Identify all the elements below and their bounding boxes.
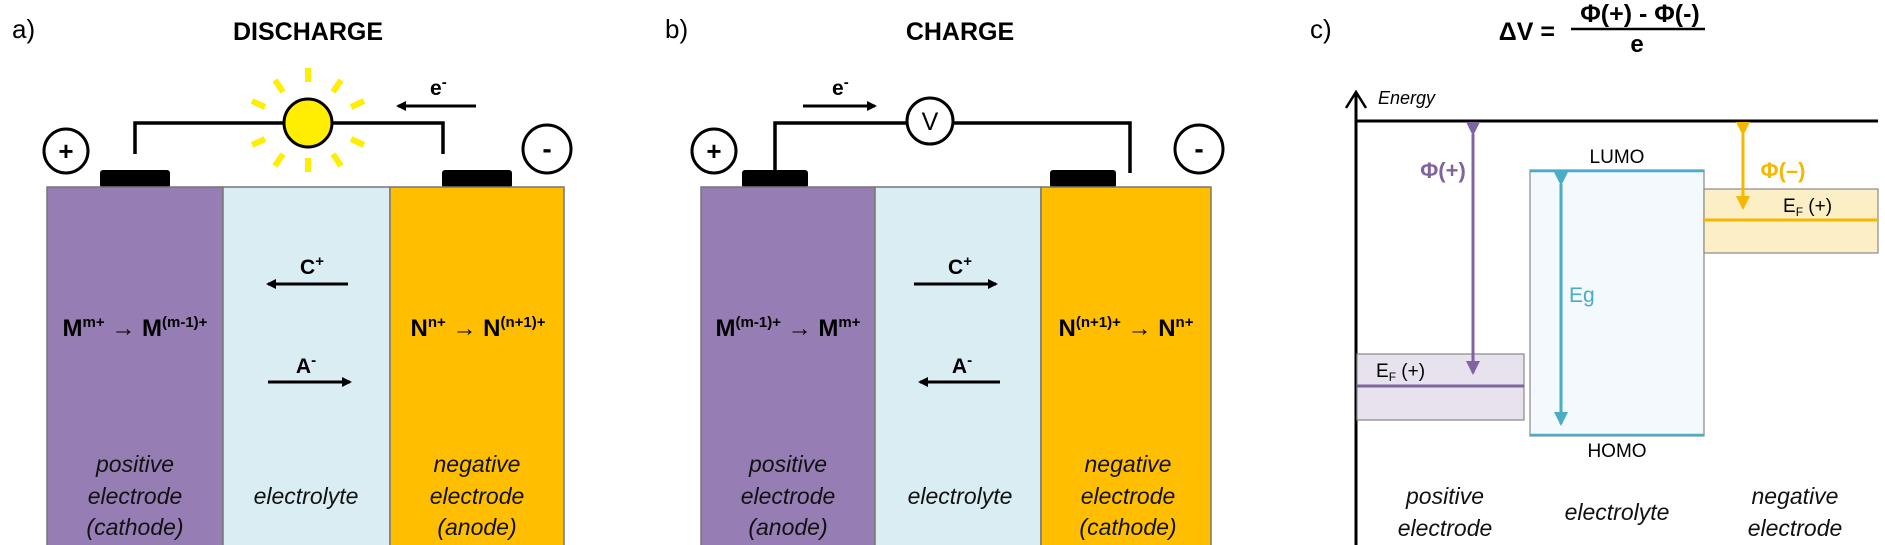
phi-minus-label: Φ(–): [1761, 158, 1806, 183]
positive-electrode-label-line3: (cathode): [86, 514, 183, 540]
negative-current-collector: [1050, 170, 1116, 188]
negative-terminal-sign: -: [542, 133, 551, 164]
negative-electrode-label-line1: negative: [1752, 483, 1839, 509]
panel-a-discharge: a) DISCHARGE e- + -: [12, 14, 573, 545]
energy-axis-label: Energy: [1378, 88, 1436, 108]
light-bulb-icon: [282, 97, 334, 149]
equation-numerator: Φ(+) - Φ(-): [1580, 0, 1699, 28]
electrolyte-block: [874, 186, 1042, 545]
homo-label: HOMO: [1587, 441, 1646, 462]
negative-fermi-label: EF (+): [1783, 196, 1832, 219]
positive-current-collector: [100, 170, 170, 188]
negative-terminal-icon: [521, 123, 573, 175]
positive-fermi-label: EF (+): [1376, 361, 1425, 384]
positive-electrode-label-line2: electrode: [741, 483, 836, 509]
negative-electrode-label-line2: electrode: [1081, 483, 1176, 509]
positive-electrode-block: [46, 186, 224, 545]
anion-label: A-: [952, 352, 972, 378]
equation-denominator: e: [1630, 31, 1643, 58]
positive-electrode-label-line2: electrode: [1398, 515, 1493, 541]
panel-c-energy-diagram: c) ΔV = Φ(+) - Φ(-) e Energy EF (+) LUMO…: [1310, 0, 1879, 545]
positive-terminal-icon: [690, 127, 738, 175]
electrolyte-band-gap-box: [1529, 169, 1705, 437]
positive-electrode-reaction: M(m-1)+ → Mm+: [716, 314, 861, 342]
electrolyte-block: [222, 186, 391, 545]
voltage-source-label: V: [922, 108, 939, 136]
equation-lhs: ΔV =: [1499, 18, 1555, 46]
electrolyte-label: electrolyte: [908, 483, 1013, 509]
negative-electrode-label-line3: (anode): [437, 514, 516, 540]
panel-a-letter: a): [12, 14, 35, 44]
negative-electrode-reaction: Nn+ → N(n+1)+: [411, 314, 546, 342]
cation-label: C+: [948, 253, 972, 279]
panel-b-charge: b) CHARGE V e- + - C+ A- M(m-1)+ → Mm+ N…: [665, 14, 1225, 545]
cation-label: C+: [300, 253, 324, 279]
negative-electrode-label-line3: (cathode): [1079, 514, 1176, 540]
positive-electrode-label-line2: electrode: [88, 483, 183, 509]
negative-terminal-icon: [1173, 123, 1225, 175]
negative-electrode-block: [389, 186, 565, 545]
lumo-label: LUMO: [1590, 147, 1645, 168]
positive-electrode-label-line1: positive: [95, 451, 174, 477]
electrolyte-label: electrolyte: [254, 483, 359, 509]
panel-c-letter: c): [1310, 14, 1332, 44]
energy-axis-arrowhead-icon: [1344, 89, 1368, 109]
negative-electrode-reaction: N(n+1)+ → Nn+: [1059, 314, 1194, 342]
negative-electrode-block: [1040, 186, 1212, 545]
panel-a-title: DISCHARGE: [233, 18, 383, 46]
negative-electrode-label-line1: negative: [1085, 451, 1172, 477]
positive-electrode-label-line1: positive: [1405, 483, 1484, 509]
voltage-source-icon: [905, 96, 955, 146]
negative-electrode-label-line1: negative: [434, 451, 521, 477]
positive-electrode-block: [700, 186, 876, 545]
positive-electrode-label-line3: (anode): [748, 514, 827, 540]
electrolyte-label: electrolyte: [1565, 499, 1670, 525]
negative-current-collector: [442, 170, 512, 188]
positive-electrode-label-line1: positive: [748, 451, 827, 477]
panel-b-title: CHARGE: [906, 18, 1014, 46]
negative-terminal-sign: -: [1194, 133, 1203, 164]
electron-label: e-: [832, 74, 849, 100]
anion-label: A-: [296, 352, 316, 378]
phi-plus-label: Φ(+): [1420, 158, 1466, 183]
positive-terminal-sign: +: [58, 136, 73, 166]
negative-electrode-label-line2: electrode: [430, 483, 525, 509]
band-gap-label: Eg: [1569, 284, 1595, 307]
panel-b-letter: b): [665, 14, 688, 44]
positive-electrode-reaction: Mm+ → M(m-1)+: [63, 314, 208, 342]
positive-terminal-icon: [42, 127, 90, 175]
negative-electrode-label-line2: electrode: [1748, 515, 1843, 541]
positive-terminal-sign: +: [706, 136, 721, 166]
electron-label: e-: [430, 74, 447, 100]
positive-current-collector: [742, 170, 808, 188]
bulb-rays: [250, 68, 366, 172]
